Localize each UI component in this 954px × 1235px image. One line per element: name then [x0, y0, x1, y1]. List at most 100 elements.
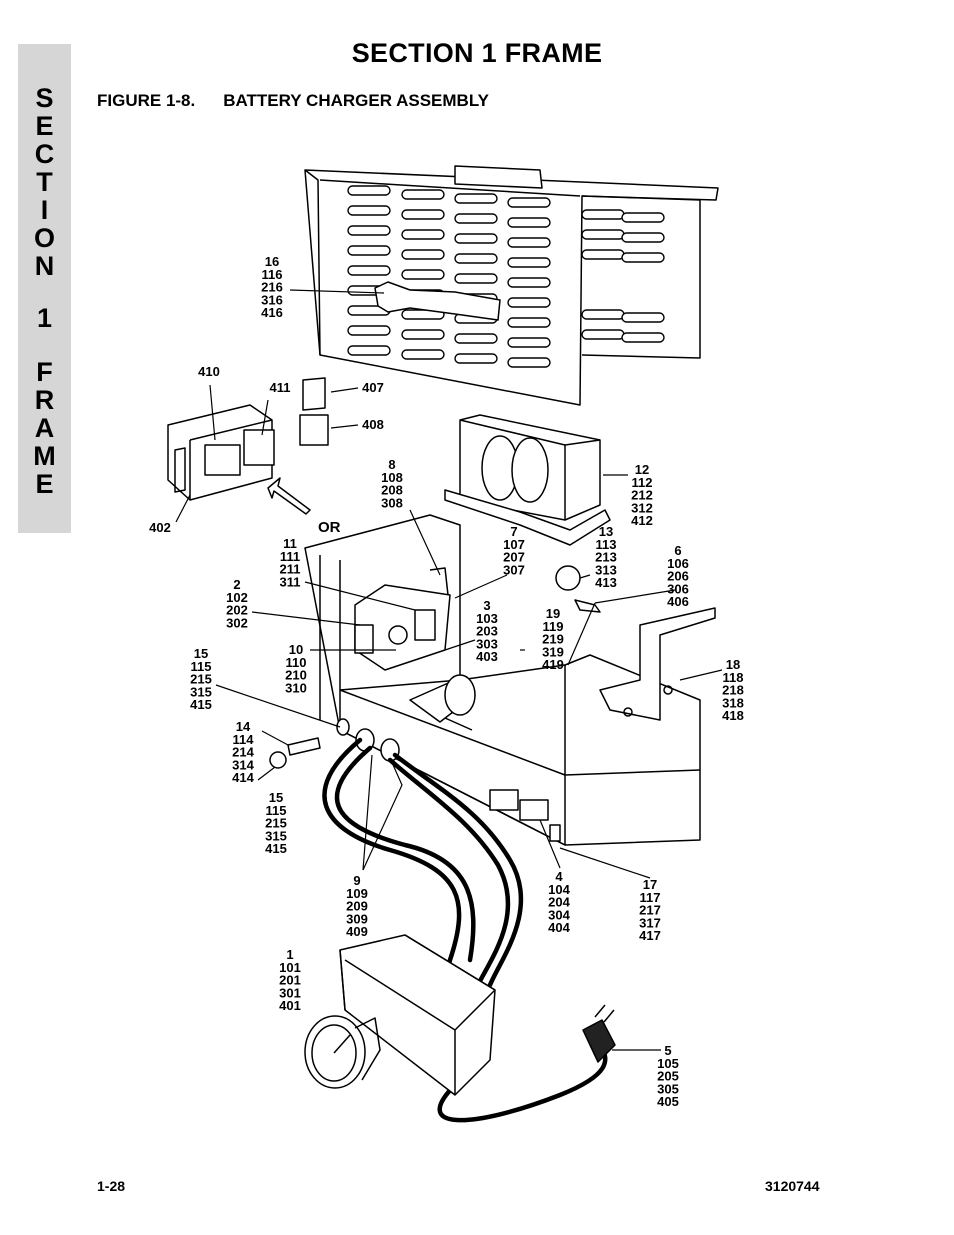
vent-slot — [581, 249, 625, 260]
transformer-drawing — [444, 414, 611, 546]
callout-line: 14 — [236, 719, 251, 734]
side-tab-letter: R — [34, 385, 55, 415]
document-number: 3120744 — [765, 1178, 820, 1194]
fuse-holder-drawing — [302, 377, 326, 411]
vent-slot — [347, 245, 391, 256]
vent-slot — [401, 349, 445, 360]
callout-line: 312 — [631, 500, 653, 515]
callout-line: 218 — [722, 683, 744, 698]
vent-slot — [507, 297, 551, 308]
callout-407: 407 — [362, 380, 384, 395]
vent-slot — [507, 337, 551, 348]
callout-line: 8 — [388, 457, 395, 472]
vent-slot — [347, 265, 391, 276]
callout-line: 417 — [639, 928, 661, 943]
callout-410: 410 — [198, 364, 220, 379]
vent-slot — [454, 193, 498, 204]
callout-line: 110 — [286, 655, 307, 670]
callout-line: 413 — [595, 575, 617, 590]
callout-line: 208 — [381, 483, 403, 498]
callout-line: 215 — [265, 816, 287, 831]
callout-line: 103 — [476, 611, 498, 626]
vent-slot — [621, 332, 665, 343]
callout-line: 201 — [279, 973, 301, 988]
callout-line: 313 — [595, 562, 617, 577]
vent-slot — [401, 269, 445, 280]
callout-line: 12 — [635, 462, 649, 477]
callout-line: 315 — [265, 828, 287, 843]
callout-line: 106 — [667, 556, 689, 571]
callout-line: 109 — [346, 886, 368, 901]
callout-line: 316 — [261, 292, 283, 307]
callout-line: 5 — [664, 1043, 671, 1058]
callout-line: 212 — [631, 488, 653, 503]
vent-slot — [347, 345, 391, 356]
fuse-holder-cap-drawing — [336, 718, 350, 736]
callout-line: 16 — [265, 254, 279, 269]
callout-line: 205 — [657, 1069, 679, 1084]
callout-line: 15 — [269, 790, 283, 805]
callout-line: 401 — [279, 998, 301, 1013]
callout-line: 15 — [194, 646, 208, 661]
vent-slot — [507, 257, 551, 268]
callout-line: 301 — [279, 985, 301, 1000]
figure-name: BATTERY CHARGER ASSEMBLY — [223, 91, 489, 110]
callout-line: 317 — [639, 915, 661, 930]
vent-slot — [621, 232, 665, 243]
callout-line: 211 — [280, 562, 301, 577]
callout-line: 9 — [353, 873, 360, 888]
callout-line: 17 — [643, 877, 657, 892]
or-arrow — [267, 477, 311, 515]
ac-cord-drawing — [437, 1043, 608, 1123]
vent-slot — [507, 217, 551, 228]
callout-line: 101 — [279, 960, 301, 975]
callout-line: 209 — [346, 899, 368, 914]
callout-line: 402 — [149, 520, 171, 535]
ac-plug-drawing — [582, 1004, 616, 1063]
callout-line: 412 — [631, 513, 653, 528]
figure-label: FIGURE 1-8. — [97, 91, 196, 110]
callout-line: 206 — [667, 569, 689, 584]
callout-line: 6 — [674, 543, 681, 558]
side-tab-letter: F — [36, 357, 53, 387]
callout-line: 409 — [346, 924, 368, 939]
side-tab-letter: N — [34, 251, 55, 281]
page-number: 1-28 — [97, 1178, 126, 1194]
callout-line: 306 — [667, 581, 689, 596]
side-tab-letter: A — [34, 413, 55, 443]
callout-line: 305 — [657, 1081, 679, 1096]
vent-slot — [581, 229, 625, 240]
callout-line: 112 — [632, 475, 653, 490]
thermal-sensor-drawing — [574, 599, 601, 613]
vent-slot — [454, 333, 498, 344]
callout-line: 7 — [510, 524, 517, 539]
side-tab-letter: M — [33, 441, 56, 471]
or-label: OR — [318, 519, 341, 536]
capacitor-drawing — [409, 674, 476, 731]
callout-411: 411 — [270, 380, 291, 395]
callout-line: 116 — [262, 267, 283, 282]
vent-slot — [454, 253, 498, 264]
vent-slot — [507, 197, 551, 208]
callout-line: 308 — [381, 495, 403, 510]
side-tab-letter: 1 — [36, 303, 53, 333]
callout-line: 203 — [476, 624, 498, 639]
callout-line: 406 — [667, 594, 689, 609]
callout-leaders — [175, 289, 723, 1051]
callout-line: 102 — [226, 590, 248, 605]
callout-line: 10 — [289, 642, 303, 657]
vent-slot — [401, 209, 445, 220]
vent-slot — [621, 312, 665, 323]
callout-line: 3 — [483, 598, 490, 613]
callout-line: 304 — [548, 907, 570, 922]
callout-line: 204 — [548, 895, 570, 910]
callout-line: 403 — [476, 649, 498, 664]
vent-slot — [347, 225, 391, 236]
